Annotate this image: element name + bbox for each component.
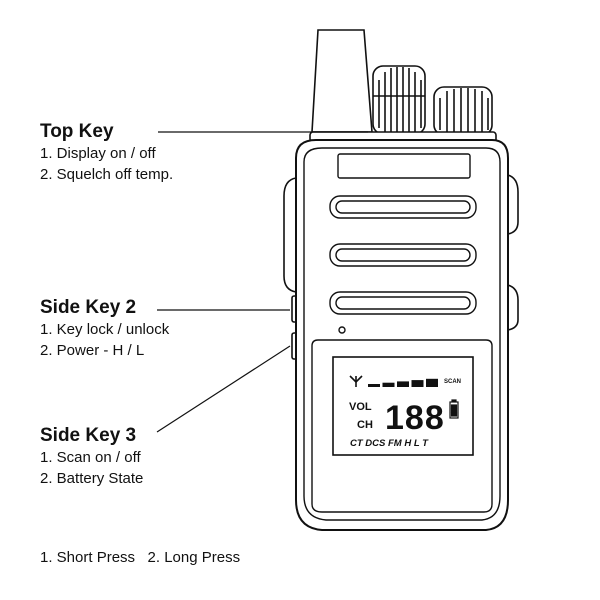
- side-key-3-title: Side Key 3: [40, 425, 137, 446]
- battery-icon: [449, 399, 459, 419]
- signal-bar: [368, 384, 380, 387]
- lcd-indicators: CT DCS FM H L T: [350, 438, 429, 449]
- microphone-hole: [338, 326, 346, 334]
- press-legend: 1. Short Press 2. Long Press: [40, 549, 241, 566]
- lcd-vol-label: VOL: [349, 401, 372, 413]
- top-key-item-1: 1. Display on / off: [40, 145, 156, 162]
- volume-knob: [433, 86, 493, 136]
- lcd-digits: 188: [385, 399, 445, 437]
- lcd-display: SCAN VOL CH 188 CT DCS FM H L T: [332, 356, 474, 456]
- signal-bar: [382, 382, 395, 387]
- side-key-2-item-2: 2. Power - H / L: [40, 342, 145, 359]
- signal-bar: [411, 380, 424, 387]
- speaker-grille: [329, 195, 477, 315]
- signal-bar: [397, 381, 409, 387]
- signal-bar: [426, 378, 438, 387]
- side-key-3-annotation: Side Key 3 1. Scan on / off 2. Battery S…: [40, 425, 143, 489]
- leader-lines: [156, 131, 368, 433]
- top-key-title: Top Key: [40, 121, 114, 142]
- signal-strength-bars: [368, 378, 438, 387]
- side-key-3-item-1: 1. Scan on / off: [40, 449, 141, 466]
- side-key-2-item-1: 1. Key lock / unlock: [40, 321, 170, 338]
- antenna-signal-icon: [349, 375, 363, 387]
- side-key-3-item-2: 2. Battery State: [40, 470, 144, 487]
- side-key-2-annotation: Side Key 2 1. Key lock / unlock 2. Power…: [40, 297, 169, 361]
- lower-panel: [311, 339, 493, 513]
- top-key-item-2: 2. Squelch off temp.: [40, 166, 174, 183]
- side-key-3-leader: [156, 345, 291, 433]
- right-side-clips: [507, 173, 519, 331]
- lcd-scan-label: SCAN: [444, 379, 461, 385]
- channel-knob: [372, 65, 426, 135]
- side-key-2-title: Side Key 2: [40, 297, 137, 318]
- lcd-ch-label: CH: [357, 419, 373, 431]
- antenna: [311, 29, 373, 133]
- ptt-side-key: [283, 177, 297, 293]
- top-key-annotation: Top Key 1. Display on / off 2. Squelch o…: [40, 121, 173, 185]
